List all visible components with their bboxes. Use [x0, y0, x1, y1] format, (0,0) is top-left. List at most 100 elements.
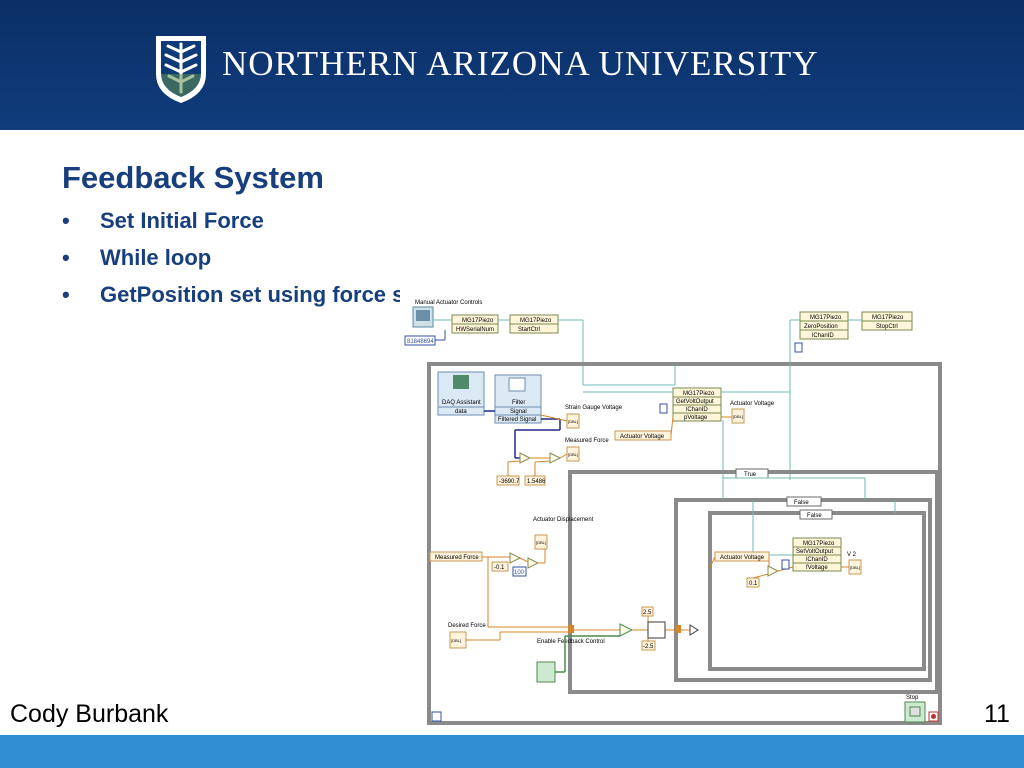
setvolt-node-chan-label: lChanID [806, 557, 828, 563]
author-name: Cody Burbank [10, 700, 169, 728]
filter-label: Filter [512, 400, 525, 406]
invoke-node-param [799, 329, 849, 340]
actuator-displacement-label: Actuator Displacement [533, 517, 594, 523]
measured-force-label: Measured Force [565, 438, 609, 444]
measured-force-type: [DBL] [568, 452, 578, 457]
filter-signal-label: Signal [510, 409, 527, 415]
percent-constant-value: 100 [514, 570, 525, 576]
footer-band [0, 735, 1024, 768]
case-selector-false-inner [799, 509, 833, 520]
bullet-item: • Set Initial Force [62, 208, 264, 234]
labview-block-diagram: Manual Actuator Controls 81848694 MG17Pi… [400, 290, 960, 730]
tunnel [568, 625, 574, 633]
invoke-node-class: MG17Piezo [810, 315, 842, 321]
enable-feedback-toggle[interactable] [536, 661, 556, 683]
bullet-dot: • [62, 282, 70, 307]
case-selector-terminal [689, 624, 699, 636]
bullet-dot: • [62, 208, 70, 233]
gain-constant-value: -3690.7 [499, 479, 520, 485]
invoke-node-class: MG17Piezo [872, 315, 904, 321]
desired-force-type: [DBL] [451, 638, 461, 643]
university-name: NORTHERN ARIZONA UNIVERSITY [222, 44, 819, 83]
actuator-voltage-indicator [731, 408, 745, 424]
filter-output-label: Filtered Signal [498, 417, 536, 423]
case-selector-false-outer [786, 496, 822, 507]
case-selector-false-outer-label: False [794, 500, 809, 506]
filter-icon [508, 377, 526, 392]
tunnel [676, 625, 681, 633]
step-constant-value: 0.1 [749, 581, 758, 587]
multiply-function [527, 557, 540, 569]
enable-feedback-label: Enable Feedback Control [537, 639, 605, 645]
daq-data-label: data [455, 409, 467, 415]
desired-force-label: Desired Force [448, 623, 486, 629]
header-bar: NORTHERN ARIZONA UNIVERSITY [0, 0, 1024, 130]
bullet-dot: • [62, 245, 70, 270]
upper-limit-constant-value: 2.5 [643, 610, 652, 616]
invoke-node-param-label: lChanID [812, 333, 834, 339]
scale-constant-value: -0.1 [494, 565, 505, 571]
measured-force-local-label: Measured Force [435, 555, 479, 561]
serial-constant-value: 81848694 [407, 339, 434, 345]
getvolt-node-class: MG17Piezo [683, 391, 715, 397]
bullet-text: Set Initial Force [100, 208, 264, 233]
invoke-node-method [509, 323, 559, 334]
invoke-node-class: MG17Piezo [520, 318, 552, 324]
stop-button-icon [909, 706, 921, 717]
scale-constant [491, 561, 509, 572]
offset-constant-value: 1.5486 [527, 479, 546, 485]
invoke-node-method-label: StartCtrl [518, 327, 540, 333]
loop-iteration-terminal [431, 711, 442, 722]
getvolt-node-method-label: GetVoltOutput [676, 399, 714, 405]
invoke-node-method-label: HWSerialNum [456, 327, 494, 333]
setvolt-node-class: MG17Piezo [803, 541, 835, 547]
strain-gauge-type: [DBL] [568, 419, 578, 424]
manual-controls-label: Manual Actuator Controls [415, 300, 482, 306]
actuator-displacement-indicator [534, 534, 548, 550]
actuator-voltage-label: Actuator Voltage [730, 401, 775, 407]
channel-constant [794, 342, 803, 353]
actuator-voltage-type: [DBL] [733, 414, 743, 419]
lower-limit-constant-value: -2.5 [643, 644, 654, 650]
stop-label: Stop [906, 695, 919, 701]
v2-label: V 2 [847, 552, 857, 558]
invoke-node-class: MG17Piezo [462, 318, 494, 324]
invoke-node-method [861, 320, 913, 331]
strain-gauge-label: Strain Gauge Voltage [565, 405, 623, 411]
channel-constant [659, 403, 668, 414]
setvolt-node-method-label: SetVoltOutput [796, 549, 833, 555]
add-function [767, 565, 780, 577]
stop-if-true-icon [931, 714, 936, 719]
setvolt-node-voltage-label: fVoltage [806, 565, 828, 571]
slide-number: 11 [984, 700, 1010, 728]
percent-constant [512, 566, 527, 577]
getvolt-node-pvoltage-label: pVoltage [684, 415, 708, 421]
actuator-voltage-local-label: Actuator Voltage [620, 434, 665, 440]
channel-constant [781, 559, 790, 570]
slide-title: Feedback System [62, 160, 324, 195]
invoke-node-method-label: StopCtrl [876, 324, 898, 330]
actuator-voltage-local2-label: Actuator Voltage [720, 555, 765, 561]
bullet-text: While loop [100, 245, 212, 270]
multiply-function [509, 552, 522, 564]
v2-type: [DBL] [850, 565, 860, 570]
getvolt-node-chan-label: lChanID [686, 407, 708, 413]
bullet-item: • While loop [62, 245, 211, 271]
actuator-voltage-local-variable [714, 551, 770, 562]
invoke-node-method [451, 323, 499, 334]
invoke-node-method-label: ZeroPosition [804, 324, 838, 330]
case-selector-true-label: True [744, 472, 757, 478]
actuator-displacement-type: [DBL] [536, 540, 546, 545]
lower-limit-constant [641, 640, 656, 651]
upper-limit-constant [641, 606, 654, 617]
case-selector-false-inner-label: False [807, 513, 822, 519]
in-range-function [647, 621, 666, 639]
activex-icon [416, 310, 430, 321]
multiply-function [519, 452, 532, 464]
nau-shield-logo-icon [156, 36, 206, 103]
while-loop [427, 362, 942, 725]
daq-assistant-label: DAQ Assistant [442, 400, 481, 406]
actuator-voltage-local-variable [614, 430, 672, 441]
subtract-function [619, 623, 634, 637]
daq-icon [453, 375, 469, 389]
